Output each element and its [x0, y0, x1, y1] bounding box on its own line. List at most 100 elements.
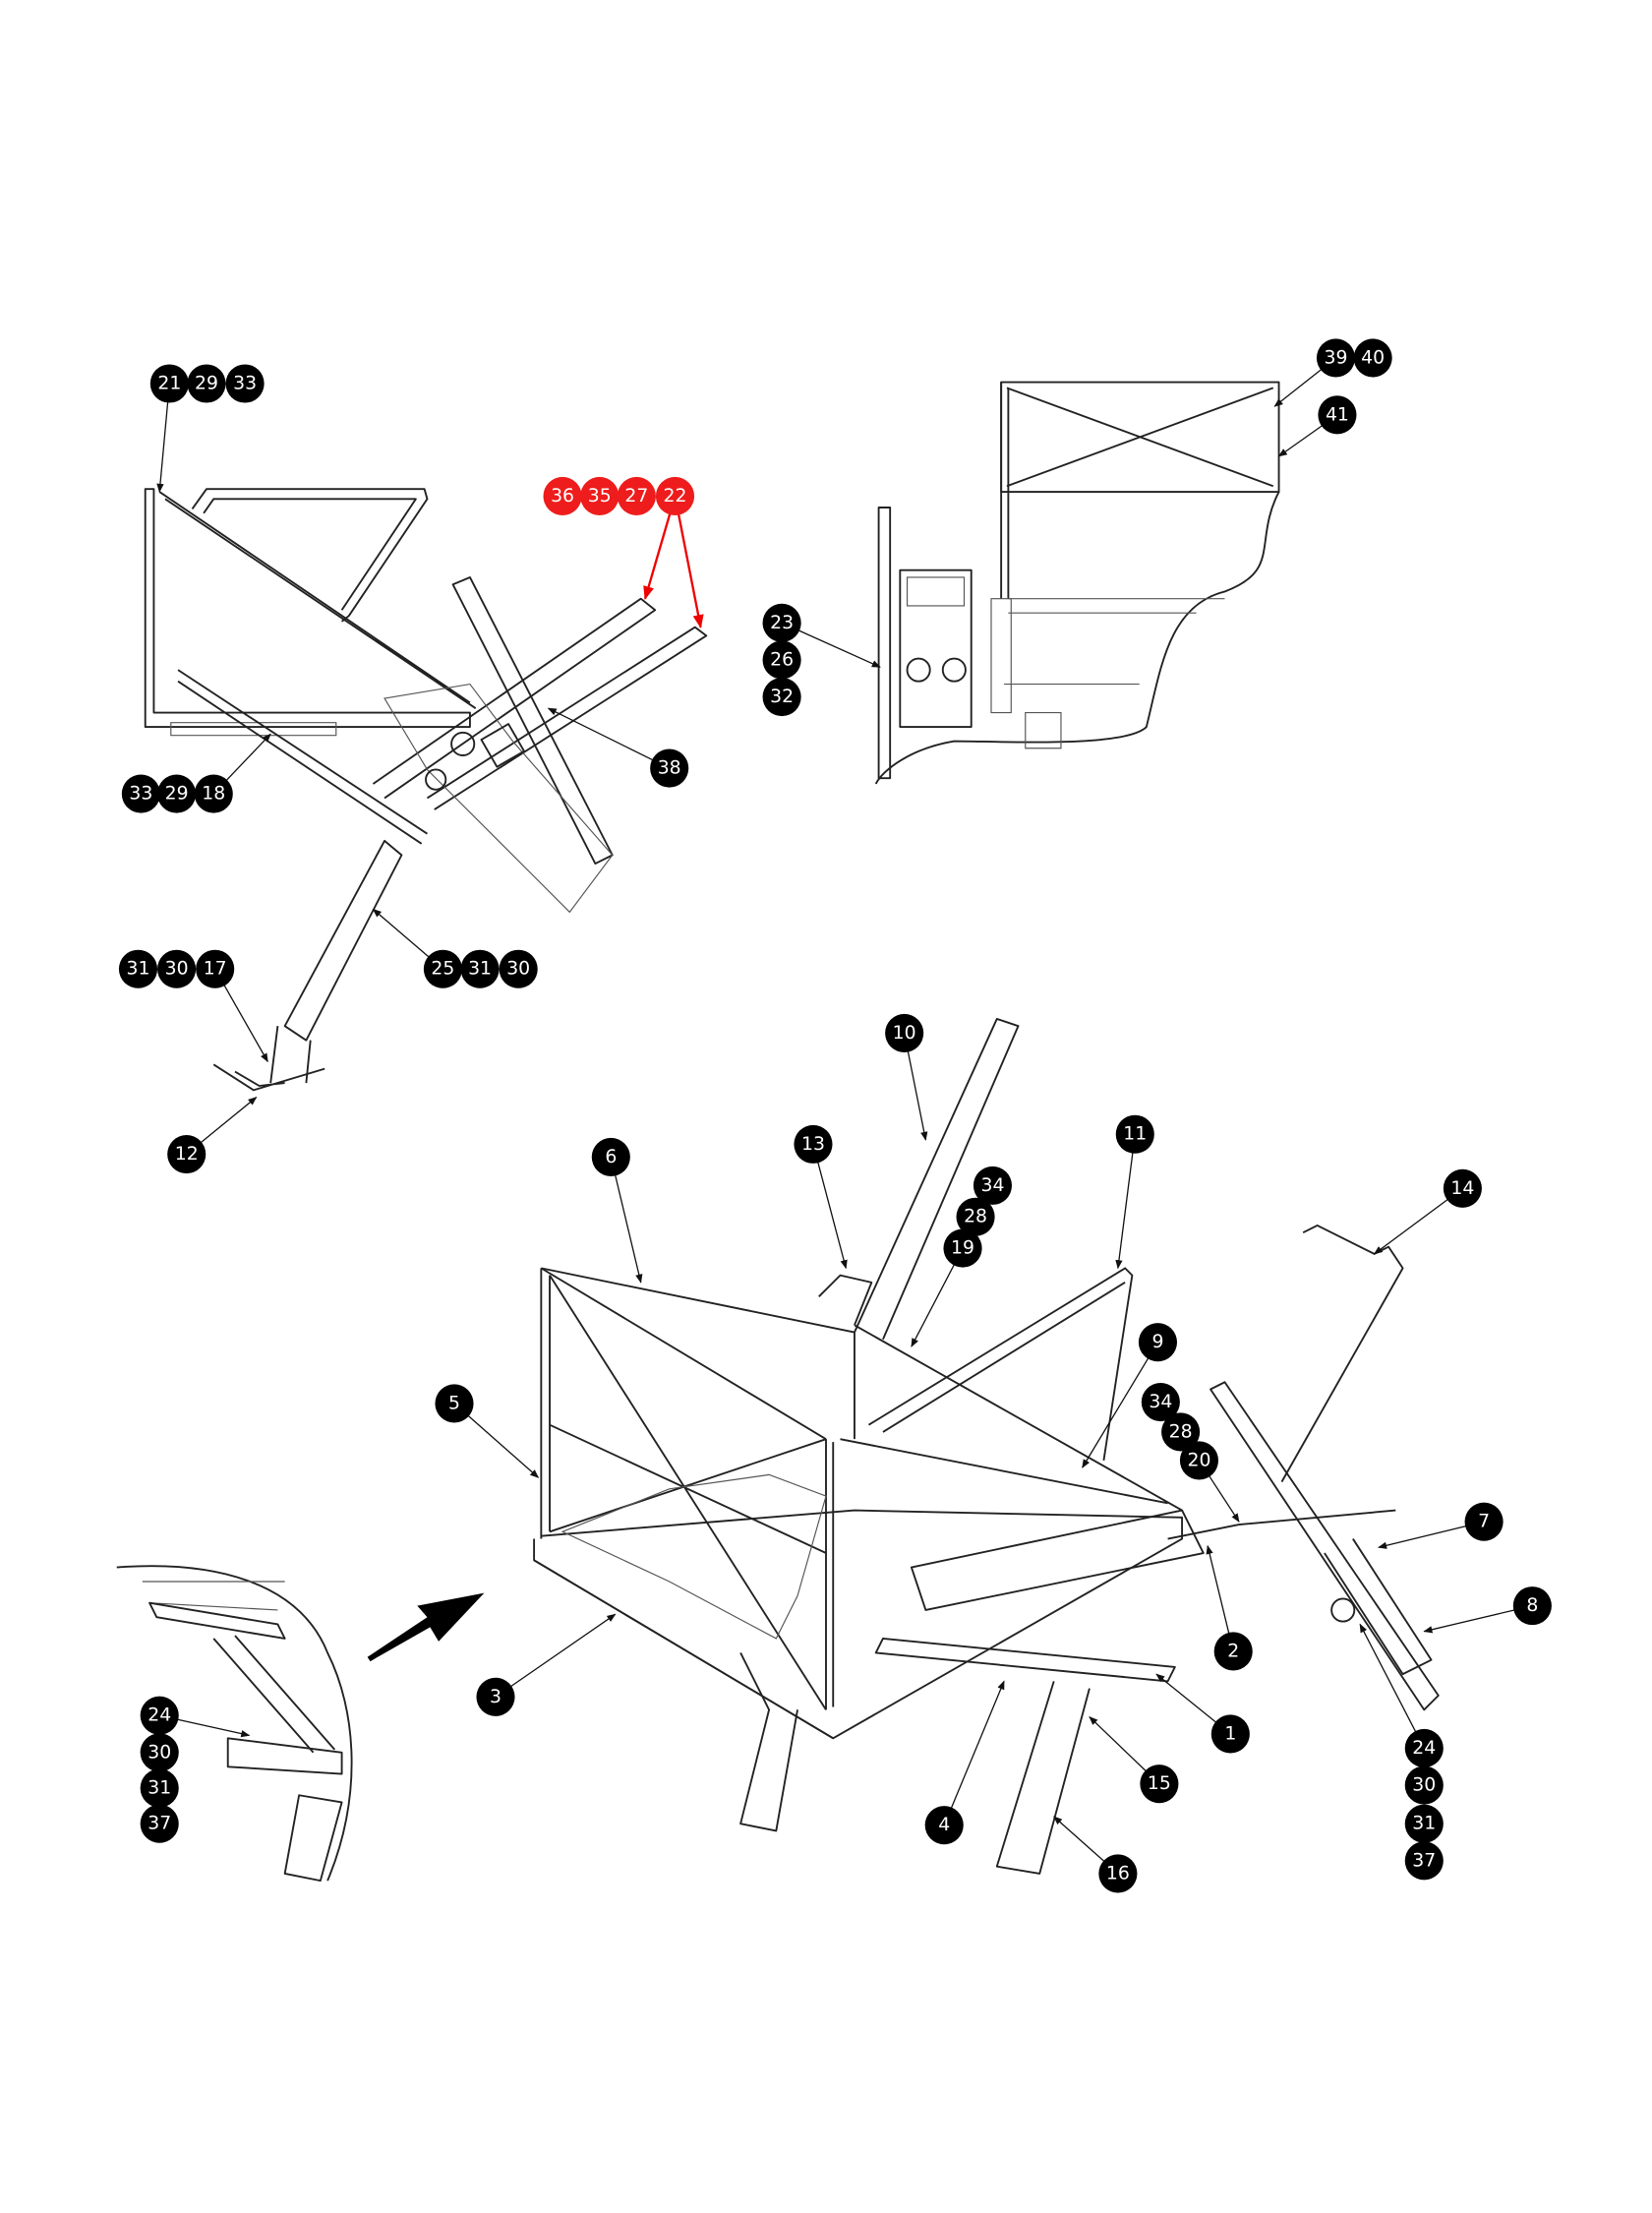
callout-group-2: 2: [1206, 1544, 1253, 1671]
leader-arrow: [467, 1414, 540, 1478]
callout-number: 35: [588, 486, 612, 507]
callout-bubble: [543, 476, 582, 515]
leader-arrow: [156, 401, 169, 493]
callout-number: 34: [980, 1175, 1004, 1196]
callout-number: 38: [658, 758, 681, 779]
callout-number: 9: [1151, 1332, 1163, 1352]
callout-number: 33: [129, 784, 152, 805]
callout-bubble: [194, 774, 233, 813]
callout-bubble: [1443, 1168, 1482, 1208]
callout-number: 21: [157, 374, 181, 394]
callout-number: 17: [204, 959, 227, 980]
callout-number: 25: [431, 959, 454, 980]
callout-bubble: [1213, 1632, 1253, 1671]
callout-bubble: [140, 1696, 179, 1735]
callout-bubble: [580, 476, 620, 515]
callout-number: 28: [964, 1207, 987, 1227]
callout-number: 20: [1187, 1450, 1210, 1470]
callout-bubble: [1141, 1382, 1180, 1422]
leader-arrow: [1155, 1673, 1217, 1723]
leader-arrow: [1359, 1623, 1417, 1733]
callout-bubble: [140, 1768, 179, 1808]
callout-group-38: 38: [547, 707, 689, 788]
callout-number: 24: [148, 1705, 171, 1726]
leader-arrow: [615, 1174, 643, 1284]
callout-number: 15: [1148, 1773, 1171, 1794]
callout-bubble: [1161, 1412, 1201, 1452]
callout-bubble: [885, 1013, 924, 1052]
leader-arrow: [950, 1680, 1005, 1809]
callout-bubble: [167, 1134, 206, 1174]
leader-arrow: [798, 629, 881, 668]
callout-bubble: [225, 364, 265, 403]
callout-number: 29: [165, 784, 189, 805]
leader-arrow: [1378, 1525, 1466, 1549]
callout-bubble: [1210, 1714, 1250, 1754]
callout-group-10: 10: [885, 1013, 928, 1141]
leader-arrow: [643, 513, 672, 601]
leader-arrow: [1206, 1544, 1230, 1634]
callout-bubble: [943, 1228, 982, 1268]
callout-group-8: 8: [1423, 1586, 1552, 1634]
callout-bubble: [187, 364, 226, 403]
callout-bubble: [655, 476, 695, 515]
callout-number: 31: [1412, 1814, 1436, 1834]
callout-bubble: [435, 1384, 474, 1423]
callout-number: 22: [664, 486, 687, 507]
leader-arrow: [1277, 425, 1323, 457]
callout-group-41: 41: [1277, 395, 1357, 457]
isometric-view-drawing: [533, 1017, 1440, 1875]
callout-number: 31: [127, 959, 150, 980]
side-view-drawing: [144, 488, 708, 1092]
callout-group-3: 3: [476, 1613, 617, 1716]
leader-arrow: [1089, 1715, 1147, 1772]
callout-bubble: [1353, 338, 1392, 378]
callout-number: 23: [770, 613, 794, 633]
callout-bubble: [1138, 1323, 1177, 1362]
callout-bubble: [617, 476, 656, 515]
callout-bubble: [1140, 1764, 1179, 1804]
callout-group-13: 13: [794, 1124, 848, 1270]
callout-bubble: [1115, 1114, 1154, 1154]
callout-number: 2: [1227, 1641, 1239, 1661]
callout-bubble: [1404, 1841, 1444, 1881]
callout-bubble: [1098, 1854, 1138, 1893]
callout-bubble: [1512, 1586, 1552, 1626]
callout-number: 39: [1325, 347, 1348, 368]
callout-number: 37: [148, 1814, 171, 1834]
callout-number: 31: [148, 1778, 171, 1799]
callout-group-15: 15: [1089, 1715, 1179, 1804]
leader-arrow: [817, 1162, 848, 1270]
callout-number: 30: [1412, 1775, 1436, 1796]
leader-arrow: [677, 513, 704, 629]
callout-number: 3: [490, 1687, 502, 1707]
callout-number: 32: [770, 687, 794, 707]
leader-arrow: [177, 1718, 251, 1738]
callout-bubble: [973, 1166, 1012, 1205]
callout-group-1: 1: [1155, 1673, 1250, 1754]
callout-bubble: [121, 774, 160, 813]
callout-number: 6: [605, 1147, 617, 1167]
callout-number: 33: [233, 374, 257, 394]
callout-bubble: [762, 678, 801, 717]
leader-arrow: [1082, 1357, 1150, 1468]
callout-bubble: [1179, 1441, 1218, 1480]
leader-arrow: [200, 1097, 258, 1144]
callout-number: 36: [551, 486, 574, 507]
leader-arrow: [911, 1264, 955, 1347]
callout-bubble: [794, 1124, 833, 1164]
callout-number: 5: [448, 1393, 460, 1413]
callout-bubble: [149, 364, 189, 403]
callout-number: 13: [801, 1134, 825, 1155]
callout-group-11: 11: [1115, 1114, 1154, 1270]
callout-number: 37: [1412, 1850, 1436, 1871]
